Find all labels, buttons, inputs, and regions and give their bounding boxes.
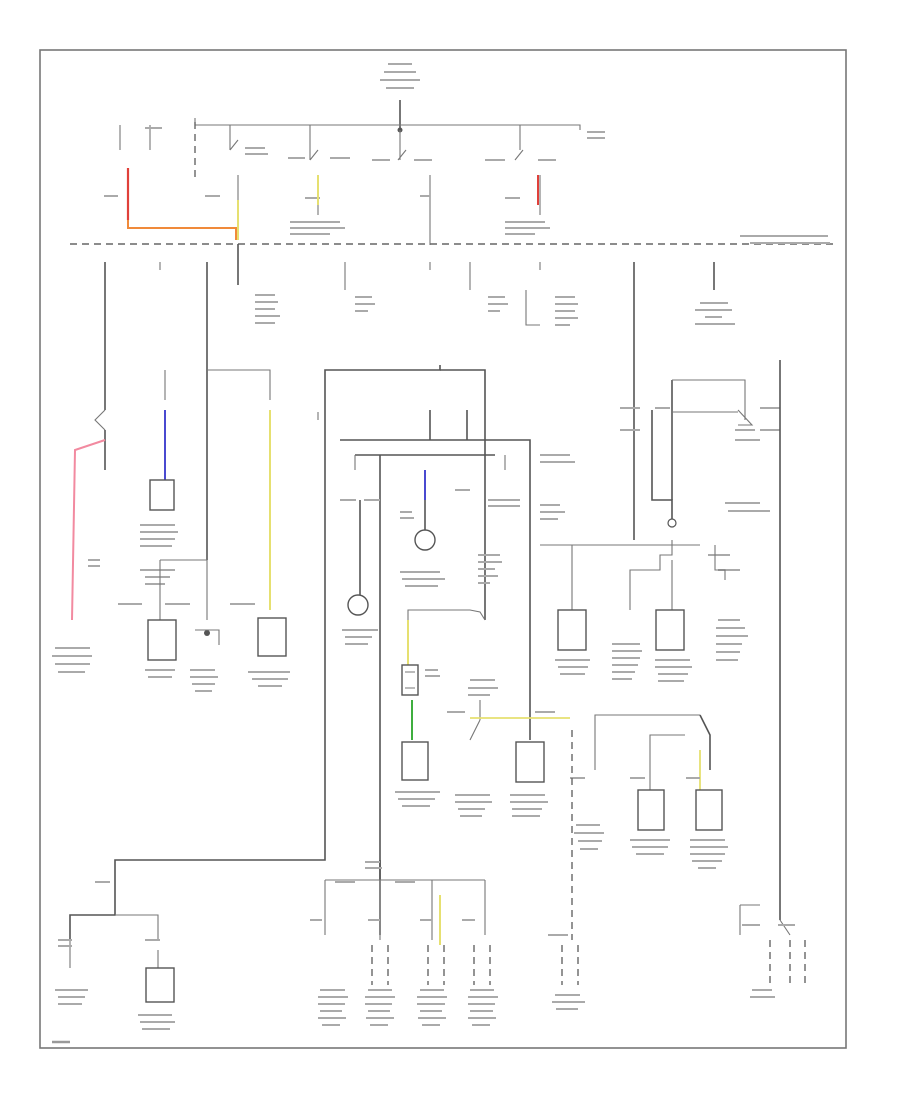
- relay-box-2: [257, 617, 287, 657]
- switch-box-4: [695, 789, 723, 831]
- connector-box: [401, 664, 419, 696]
- relay-box-3: [147, 619, 177, 661]
- solenoid-box-2: [515, 741, 545, 783]
- bottom-section: [55, 730, 806, 1030]
- switch-box-3: [637, 789, 665, 831]
- relay-box-1: [149, 479, 175, 511]
- solenoid-box-1: [401, 741, 429, 781]
- ignition-switch-area: [104, 63, 605, 245]
- right-section: [540, 360, 781, 920]
- bus-drops: [104, 244, 735, 560]
- switch-box-2: [655, 609, 685, 651]
- center-section: [114, 365, 575, 935]
- diagram-frame: [39, 49, 847, 1049]
- switch-box-1: [557, 609, 587, 651]
- pink-wire: [71, 439, 106, 621]
- bulb-box: [145, 967, 175, 1003]
- red-orange-wire: [127, 170, 237, 240]
- motor-circle-1: [347, 594, 369, 616]
- left-section: [52, 369, 290, 692]
- motor-circle-2: [414, 529, 436, 551]
